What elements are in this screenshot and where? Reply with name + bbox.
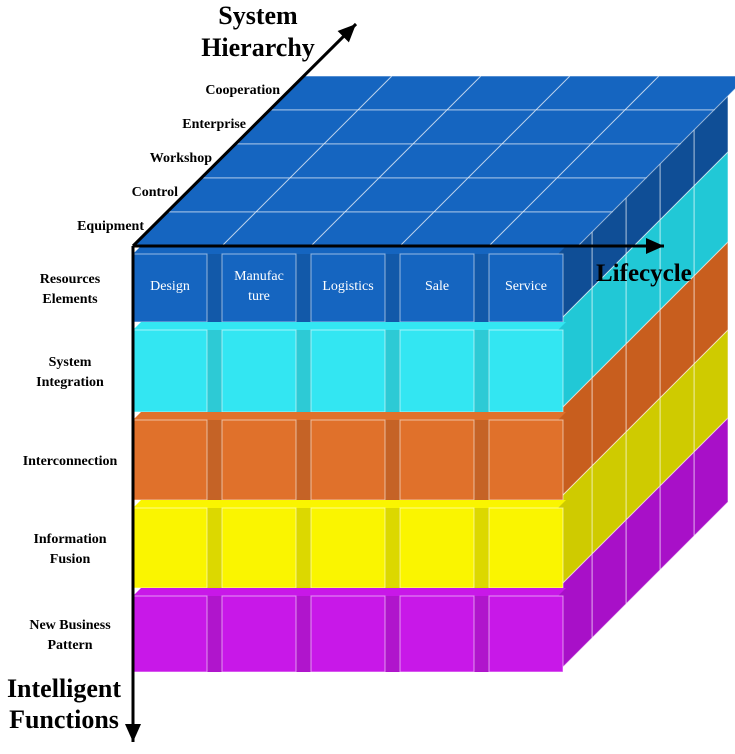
functions-axis-title-line2: Functions (9, 705, 119, 734)
lifecycle-stage-3-line1: Logistics (322, 279, 373, 294)
hierarchy-axis-title-line2: Hierarchy (201, 33, 315, 62)
layer-top-edge-1 (133, 246, 566, 254)
function-layer-5-line1: New Business (29, 618, 111, 633)
front-cell-layer1-col5 (488, 253, 564, 323)
function-layer-1-line1: Resources (40, 272, 101, 287)
functions-axis-title-line1: Intelligent (7, 674, 121, 703)
front-cell-layer3-col4 (399, 419, 475, 501)
front-cell-layer3-col2 (221, 419, 297, 501)
lifecycle-stage-5-line1: Service (505, 279, 547, 294)
layer-top-edge-2 (133, 322, 566, 330)
front-cell-layer2-col5 (488, 329, 564, 413)
lifecycle-axis-title: Lifecycle (596, 260, 692, 287)
front-cell-layer2-col4 (399, 329, 475, 413)
lifecycle-stage-4-line1: Sale (425, 279, 449, 294)
function-layer-2-line2: Integration (36, 375, 104, 390)
front-cell-layer2-col2 (221, 329, 297, 413)
lifecycle-axis-arrow (133, 238, 664, 254)
function-layer-2-line1: System (49, 355, 92, 370)
lifecycle-stage-2-line2: ture (248, 289, 270, 304)
front-cell-layer3-col1 (132, 419, 208, 501)
function-layer-5-line2: Pattern (47, 638, 92, 653)
front-cell-layer1-col3 (310, 253, 386, 323)
front-cell-layer2-col3 (310, 329, 386, 413)
cube-front-faces (132, 246, 566, 673)
layer-top-edge-5 (133, 588, 566, 596)
front-cell-layer4-col2 (221, 507, 297, 589)
front-cell-layer4-col1 (132, 507, 208, 589)
front-cell-layer5-col3 (310, 595, 386, 673)
front-cell-layer5-col5 (488, 595, 564, 673)
hierarchy-axis-arrow (131, 22, 358, 248)
front-cell-layer4-col4 (399, 507, 475, 589)
function-layer-3-line1: Interconnection (23, 454, 118, 469)
front-cell-layer5-col2 (221, 595, 297, 673)
front-cell-layer5-col4 (399, 595, 475, 673)
hierarchy-level-1: Equipment (77, 219, 144, 234)
hierarchy-level-2: Control (132, 185, 179, 200)
front-cell-layer1-col2 (221, 253, 297, 323)
hierarchy-level-5: Cooperation (205, 83, 280, 98)
function-layer-4-line1: Information (33, 532, 106, 547)
hierarchy-axis-title-line1: System (218, 1, 298, 30)
function-layer-4-line2: Fusion (50, 552, 91, 567)
front-cell-layer4-col5 (488, 507, 564, 589)
lifecycle-stage-1-line1: Design (150, 279, 190, 294)
lifecycle-stage-2-line1: Manufac (234, 269, 284, 284)
functions-axis-arrow-head (125, 724, 141, 742)
front-cell-layer4-col3 (310, 507, 386, 589)
layer-top-edge-4 (133, 500, 566, 508)
hierarchy-axis-arrow-head (337, 24, 356, 43)
functions-axis-arrow (125, 246, 141, 742)
front-cell-layer5-col1 (132, 595, 208, 673)
cube-top-faces (131, 75, 735, 247)
hierarchy-level-3: Workshop (150, 151, 212, 166)
labels: SystemHierarchyLifecycleIntelligentFunct… (7, 1, 692, 734)
layer-top-edge-3 (133, 412, 566, 420)
front-cell-layer3-col3 (310, 419, 386, 501)
axes (125, 22, 664, 742)
function-layer-1-line2: Elements (42, 292, 98, 307)
hierarchy-level-4: Enterprise (182, 117, 246, 132)
front-cell-layer3-col5 (488, 419, 564, 501)
front-cell-layer2-col1 (132, 329, 208, 413)
lifecycle-axis-arrow-head (646, 238, 664, 254)
hierarchy-axis-arrow-line (131, 22, 358, 248)
